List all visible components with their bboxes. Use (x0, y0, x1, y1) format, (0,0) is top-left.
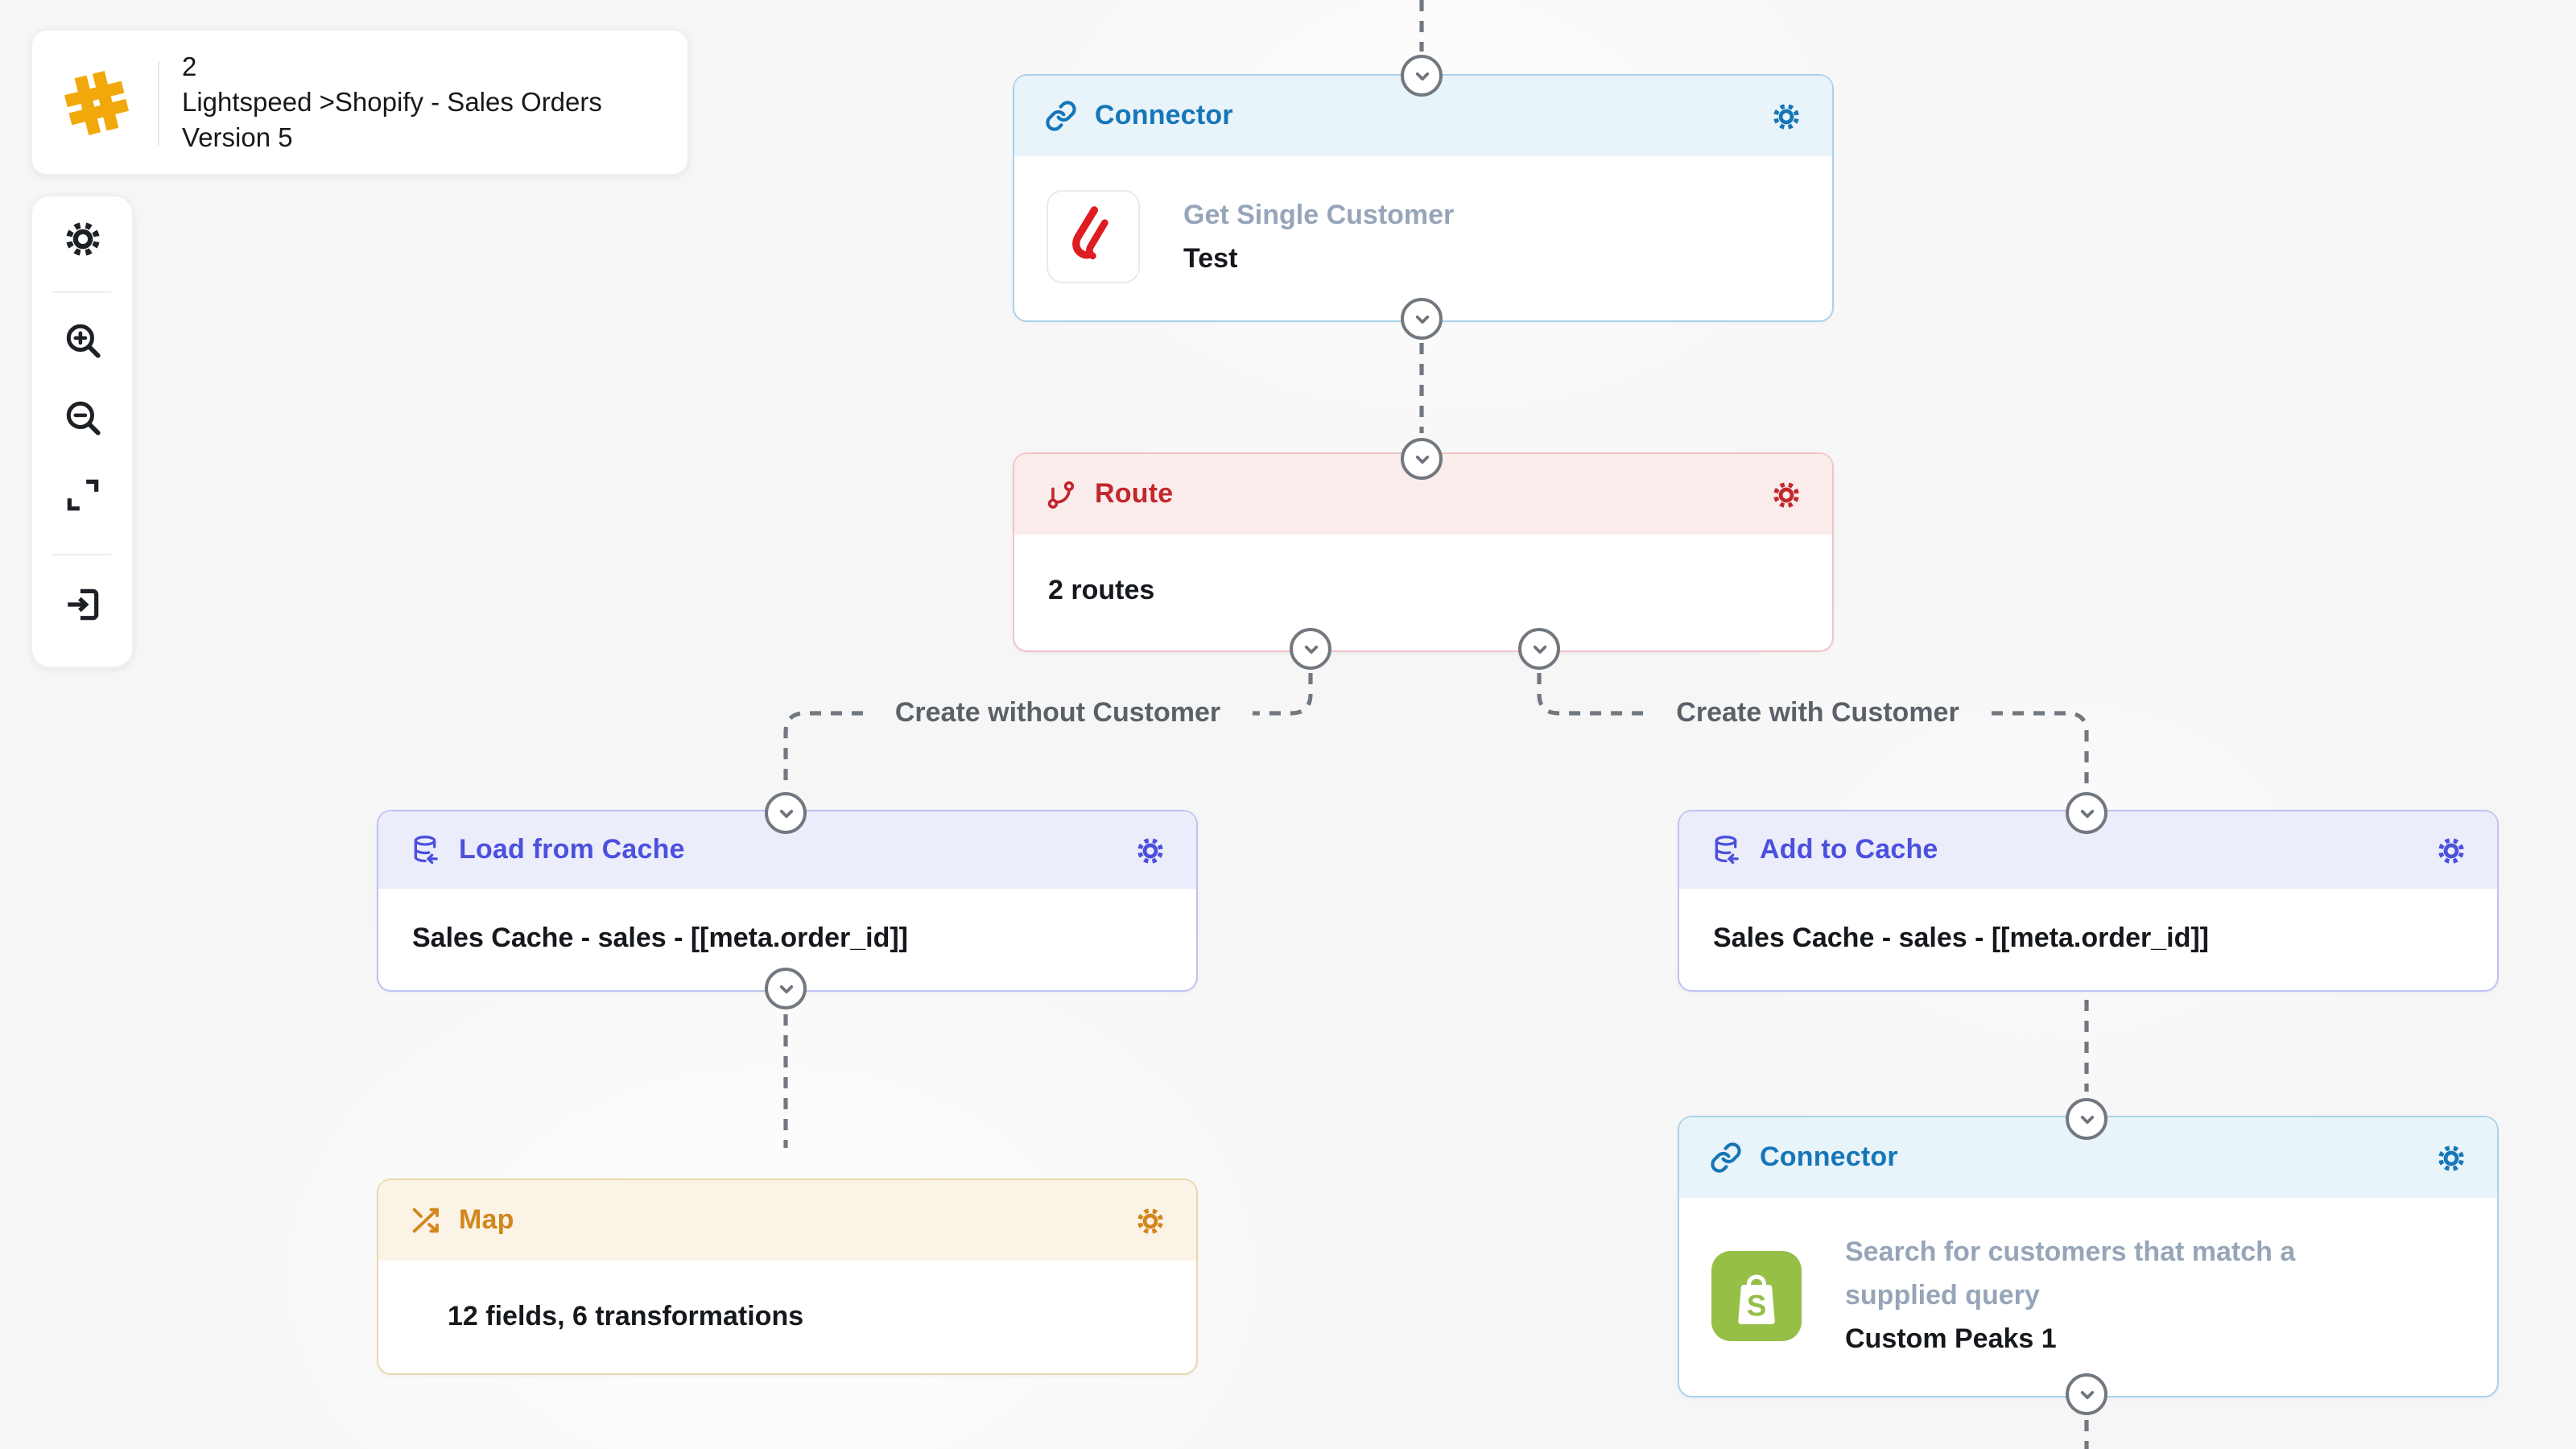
canvas-toolbar (31, 195, 134, 668)
zoom-in-icon (62, 320, 102, 369)
connector-instance: Test (1183, 243, 1238, 274)
svg-text:S: S (1747, 1289, 1767, 1322)
node-type-label: Add to Cache (1760, 834, 1938, 865)
zoom-out-button[interactable] (55, 394, 109, 449)
node-route[interactable]: Route 2 routes (1013, 452, 1834, 652)
node-type-label: Route (1095, 478, 1174, 509)
gear-icon[interactable] (1135, 835, 1166, 865)
chevron-down-icon[interactable] (1401, 55, 1443, 97)
link-icon (1045, 100, 1077, 132)
toolbar-divider (53, 291, 111, 293)
cache-load-icon (409, 834, 441, 866)
node-connector-lightspeed[interactable]: Connector Get Single Customer Test (1013, 74, 1834, 322)
gear-icon[interactable] (1135, 1205, 1166, 1236)
gear-icon (62, 219, 102, 267)
cache-add-icon (1710, 834, 1742, 866)
connector-action: Get Single Customer (1183, 200, 1455, 230)
gear-icon[interactable] (2436, 1142, 2467, 1173)
shopify-logo: S (1711, 1250, 1802, 1340)
exit-icon (62, 584, 102, 633)
flow-info-card: 2 Lightspeed >Shopify - Sales Orders Ver… (31, 29, 689, 175)
chevron-down-icon[interactable] (765, 968, 807, 1009)
node-load-from-cache[interactable]: Load from Cache Sales Cache - sales - [[… (377, 810, 1198, 992)
chevron-down-icon[interactable] (1401, 438, 1443, 480)
node-type-label: Connector (1095, 100, 1233, 130)
settings-button[interactable] (55, 216, 109, 270)
connector-instance: Custom Peaks 1 (1845, 1323, 2057, 1354)
node-add-to-cache[interactable]: Add to Cache Sales Cache - sales - [[met… (1678, 810, 2499, 992)
exit-button[interactable] (55, 581, 109, 636)
flow-id: 2 (182, 52, 197, 81)
flow-name: Lightspeed >Shopify - Sales Orders (182, 88, 602, 117)
zoom-out-icon (62, 398, 102, 446)
chevron-down-icon[interactable] (2066, 1098, 2107, 1140)
gear-icon[interactable] (1771, 101, 1802, 131)
shuffle-icon (409, 1204, 441, 1236)
node-type-label: Load from Cache (459, 834, 685, 865)
branch-label-left: Create without Customer (894, 697, 1221, 728)
chevron-down-icon[interactable] (2066, 792, 2107, 834)
lightspeed-logo (1046, 190, 1140, 283)
chevron-down-icon[interactable] (1518, 628, 1560, 670)
map-summary: 12 fields, 6 transformations (448, 1301, 804, 1331)
flow-version: Version 5 (182, 123, 293, 152)
node-type-label: Connector (1760, 1141, 1898, 1172)
node-map[interactable]: Map 12 fields, 6 transformations (377, 1179, 1198, 1375)
connector-action: Search for customers that match a suppli… (1845, 1236, 2296, 1311)
toolbar-divider (53, 554, 111, 555)
chevron-down-icon[interactable] (2066, 1373, 2107, 1415)
puzzle-hash-icon (60, 65, 134, 139)
cache-summary: Sales Cache - sales - [[meta.order_id]] (1713, 922, 2210, 952)
zoom-in-button[interactable] (55, 317, 109, 372)
node-type-label: Map (459, 1204, 514, 1235)
route-summary: 2 routes (1048, 575, 1155, 605)
chevron-down-icon[interactable] (1401, 298, 1443, 340)
gear-icon[interactable] (2436, 835, 2467, 865)
fit-to-screen-button[interactable] (55, 472, 109, 526)
route-branch-icon (1045, 478, 1077, 510)
chevron-down-icon[interactable] (1290, 628, 1331, 670)
expand-icon (62, 475, 102, 523)
divider (158, 60, 159, 144)
branch-label-right: Create with Customer (1676, 697, 1959, 728)
link-icon (1710, 1141, 1742, 1174)
cache-summary: Sales Cache - sales - [[meta.order_id]] (412, 922, 909, 952)
node-connector-shopify[interactable]: Connector S Search for customers that ma… (1678, 1116, 2499, 1397)
gear-icon[interactable] (1771, 479, 1802, 510)
chevron-down-icon[interactable] (765, 792, 807, 834)
